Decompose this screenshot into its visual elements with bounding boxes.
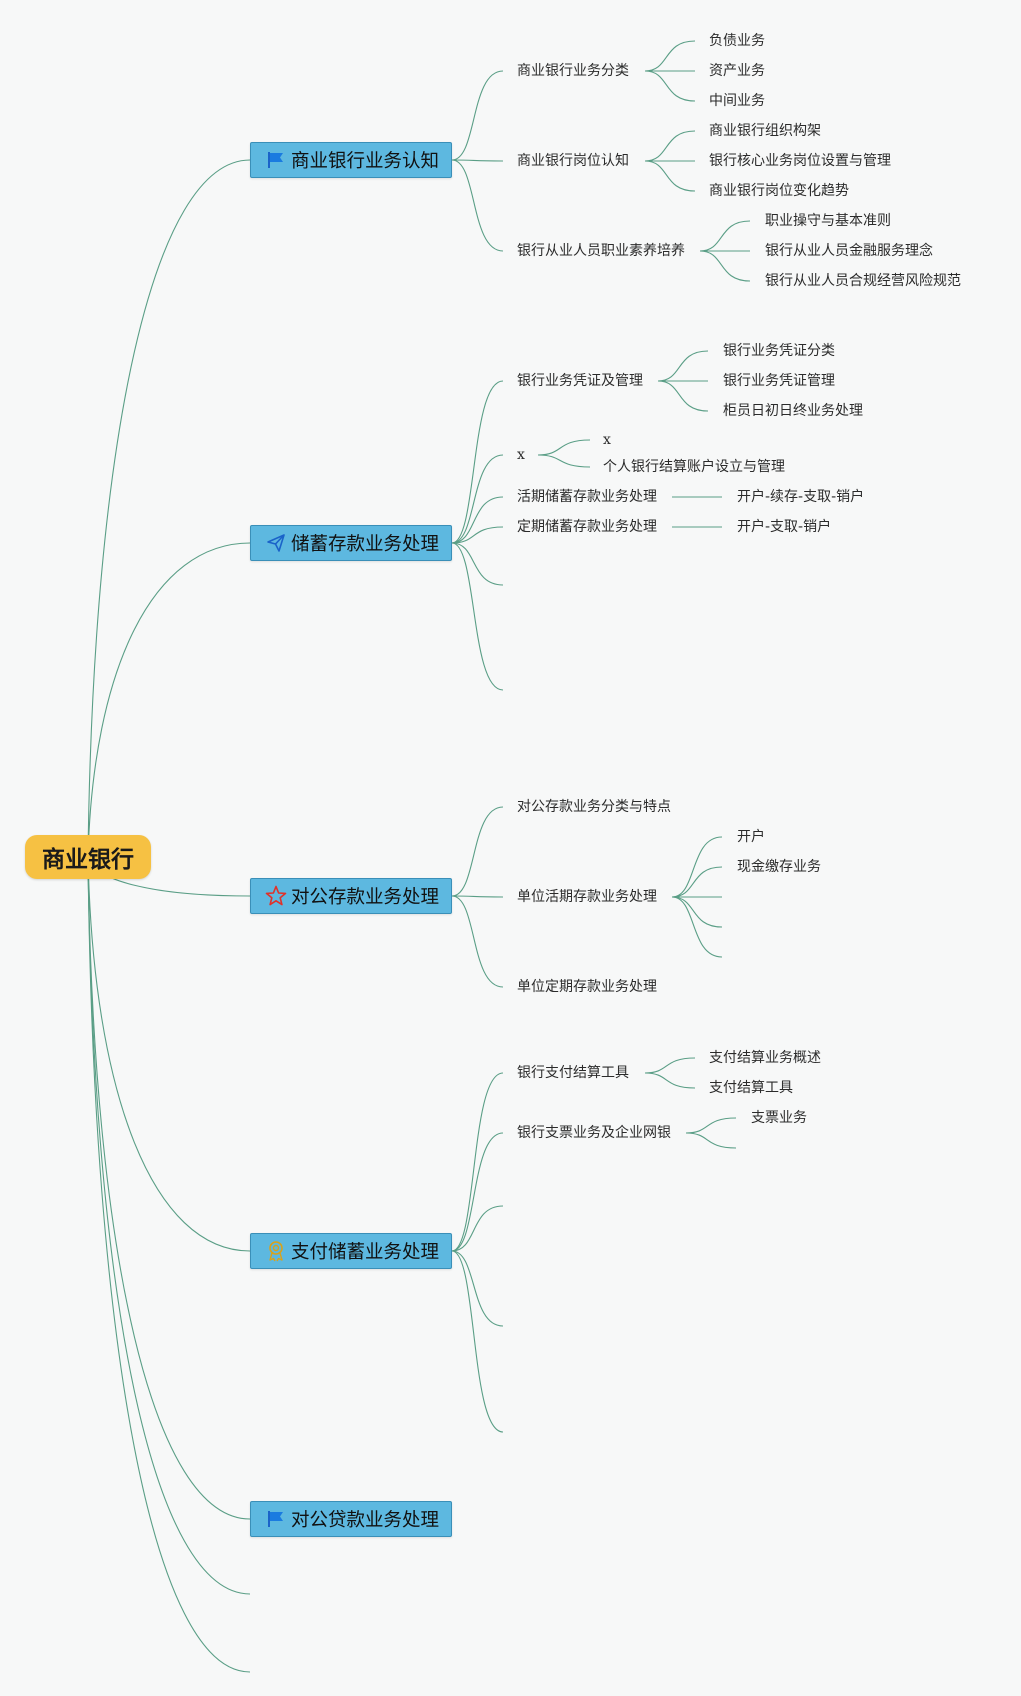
connector-line (451, 159, 504, 162)
connector-line (87, 856, 251, 1520)
flag-icon (265, 1508, 287, 1530)
leaf-label[interactable]: 职业操守与基本准则 (765, 213, 891, 229)
topic-label: 对公贷款业务处理 (291, 1510, 440, 1531)
subtopic-label[interactable]: 商业银行岗位认知 (517, 153, 629, 169)
connector-line (685, 1117, 737, 1134)
connector-line (451, 380, 504, 544)
connector-line (644, 160, 696, 192)
award-icon (265, 1240, 287, 1262)
connector-line (671, 866, 723, 898)
leaf-label[interactable]: 柜员日初日终业务处理 (723, 403, 863, 419)
connector-line (451, 526, 504, 544)
star-icon (265, 885, 287, 907)
connector-line (451, 895, 504, 988)
connector-line (451, 159, 504, 252)
connector-line (644, 40, 696, 72)
leaf-label[interactable]: 支付结算业务概述 (709, 1050, 821, 1066)
subtopic-label[interactable]: 银行业务凭证及管理 (517, 373, 643, 389)
paper-plane-icon (265, 532, 287, 554)
topic-business-cognition[interactable]: 商业银行业务认知 (250, 142, 452, 178)
topic-corporate-deposit[interactable]: 对公存款业务处理 (250, 878, 452, 914)
leaf-label[interactable]: 负债业务 (709, 33, 765, 49)
leaf-label[interactable]: 开户 (737, 829, 765, 845)
root-topic[interactable]: 商业银行 (25, 835, 151, 879)
connector-line (644, 70, 696, 102)
leaf-label[interactable]: 个人银行结算账户设立与管理 (603, 459, 785, 475)
leaf-label[interactable]: 银行业务凭证分类 (723, 343, 835, 359)
connector-line (87, 159, 251, 858)
leaf-label[interactable]: 开户-支取-销户 (737, 519, 832, 535)
leaf-label[interactable]: 银行核心业务岗位设置与管理 (709, 153, 891, 169)
leaf-label[interactable]: 现金缴存业务 (737, 859, 821, 875)
subtopic-label[interactable]: x (517, 447, 525, 463)
leaf-label[interactable]: 银行从业人员合规经营风险规范 (765, 273, 961, 289)
connector-line (671, 836, 723, 898)
subtopic-label[interactable]: 活期储蓄存款业务处理 (517, 489, 657, 505)
topic-savings-deposit[interactable]: 储蓄存款业务处理 (250, 525, 452, 561)
connector-line (87, 856, 251, 1673)
connector-line (657, 350, 709, 382)
connector-line (451, 1250, 504, 1433)
leaf-label[interactable]: 银行业务凭证管理 (723, 373, 835, 389)
connector-line (644, 1057, 696, 1074)
connector-line (87, 856, 251, 1595)
connector-line (451, 70, 504, 161)
subtopic-label[interactable]: 银行从业人员职业素养培养 (517, 243, 685, 259)
leaf-label[interactable]: 支付结算工具 (709, 1080, 793, 1096)
connector-line (671, 896, 723, 928)
leaf-label[interactable]: 商业银行岗位变化趋势 (709, 183, 849, 199)
subtopic-label[interactable]: 单位活期存款业务处理 (517, 889, 657, 905)
subtopic-label[interactable]: 对公存款业务分类与特点 (517, 799, 671, 815)
subtopic-label[interactable]: 银行支付结算工具 (517, 1065, 629, 1081)
connector-line (644, 1072, 696, 1089)
leaf-label[interactable]: 银行从业人员金融服务理念 (765, 243, 933, 259)
topic-label: 储蓄存款业务处理 (291, 534, 440, 555)
topic-label: 商业银行业务认知 (291, 151, 440, 172)
connector-line (87, 542, 251, 858)
topic-payment-settlement[interactable]: 支付储蓄业务处理 (250, 1233, 452, 1269)
topic-label: 对公存款业务处理 (291, 887, 440, 908)
connector-line (699, 220, 751, 252)
topic-label: 支付储蓄业务处理 (291, 1242, 440, 1263)
subtopic-label[interactable]: 单位定期存款业务处理 (517, 979, 657, 995)
subtopic-label[interactable]: 定期储蓄存款业务处理 (517, 519, 657, 535)
connector-line (644, 130, 696, 162)
topic-corporate-loan[interactable]: 对公贷款业务处理 (250, 1501, 452, 1537)
connector-line (451, 542, 504, 586)
connector-line (657, 380, 709, 412)
subtopic-label[interactable]: 银行支票业务及企业网银 (517, 1125, 671, 1141)
leaf-label[interactable]: 开户-续存-支取-销户 (737, 489, 865, 505)
leaf-label[interactable]: 资产业务 (709, 63, 765, 79)
connector-line (451, 895, 504, 898)
connector-line (451, 1205, 504, 1252)
leaf-label[interactable]: 商业银行组织构架 (709, 123, 821, 139)
connector-line (537, 454, 591, 468)
connector-line (451, 1250, 504, 1327)
subtopic-label[interactable]: 商业银行业务分类 (517, 63, 629, 79)
flag-icon (265, 149, 287, 171)
leaf-label[interactable]: 中间业务 (709, 93, 765, 109)
connector-line (685, 1132, 737, 1149)
connector-line (451, 542, 504, 691)
connector-line (537, 439, 591, 456)
connector-line (451, 1072, 504, 1252)
connector-line (699, 250, 751, 282)
connector-line (451, 1132, 504, 1252)
connector-line (451, 496, 504, 544)
leaf-label[interactable]: 支票业务 (751, 1110, 807, 1126)
connector-line (451, 454, 504, 544)
connector-line (87, 856, 251, 1252)
connector-line (671, 896, 723, 958)
leaf-label[interactable]: x (603, 432, 611, 448)
connector-line (451, 806, 504, 897)
